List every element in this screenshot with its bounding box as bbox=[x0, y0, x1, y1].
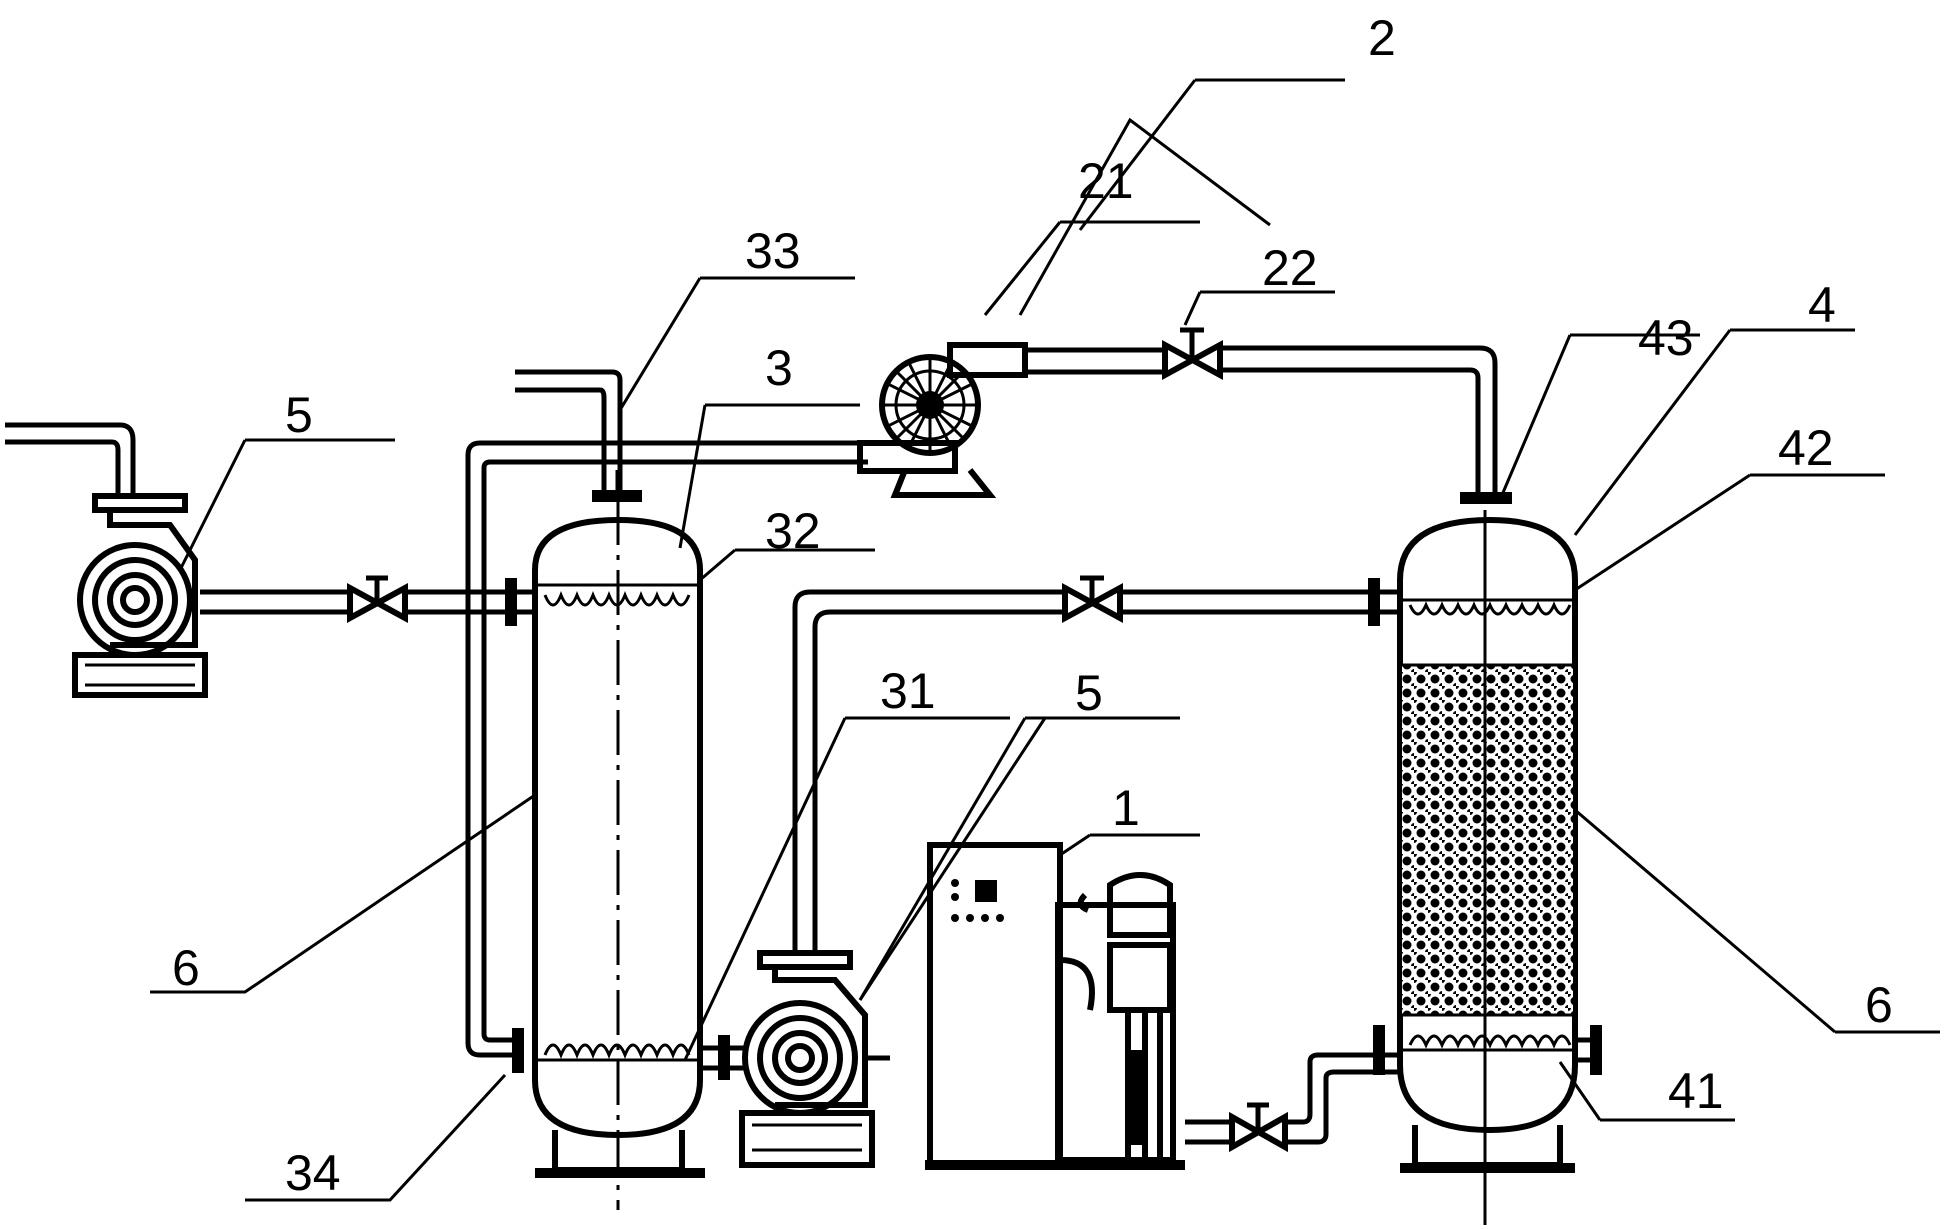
label-32: 32 bbox=[765, 503, 821, 559]
tank-3 bbox=[532, 470, 705, 1210]
pipe-33 bbox=[515, 369, 623, 490]
label-5-middle: 5 bbox=[1075, 665, 1103, 721]
label-34: 34 bbox=[285, 1145, 341, 1201]
label-33: 33 bbox=[745, 223, 801, 279]
label-6-left: 6 bbox=[172, 940, 200, 996]
label-4: 4 bbox=[1808, 277, 1836, 333]
pipe-tank3-to-pump bbox=[700, 1035, 890, 1080]
pipe-generator-to-tank4 bbox=[1185, 1052, 1400, 1153]
pump-left bbox=[5, 422, 208, 698]
pipe-line-2 bbox=[1025, 327, 1498, 492]
label-5-left: 5 bbox=[285, 387, 313, 443]
label-2: 2 bbox=[1368, 10, 1396, 66]
leader-lines bbox=[150, 78, 1940, 1202]
blower-21 bbox=[857, 342, 1028, 498]
part-labels: 2 21 22 33 3 32 31 5 1 5 6 34 4 43 42 6 … bbox=[172, 10, 1893, 1201]
label-42: 42 bbox=[1778, 420, 1834, 476]
generator-1 bbox=[925, 842, 1185, 1170]
label-22: 22 bbox=[1262, 240, 1318, 296]
pump-middle bbox=[739, 950, 875, 1168]
tank-4 bbox=[1373, 492, 1602, 1225]
label-21: 21 bbox=[1078, 153, 1134, 209]
label-31: 31 bbox=[880, 663, 936, 719]
pipe-tank4-to-pump bbox=[792, 575, 1400, 955]
pipe-loop-34 bbox=[465, 440, 868, 1073]
label-6-right: 6 bbox=[1865, 977, 1893, 1033]
label-41: 41 bbox=[1668, 1063, 1724, 1119]
label-3: 3 bbox=[765, 340, 793, 396]
label-43: 43 bbox=[1638, 310, 1694, 366]
pipe-pump-to-tank3 bbox=[200, 575, 535, 626]
label-1: 1 bbox=[1112, 780, 1140, 836]
